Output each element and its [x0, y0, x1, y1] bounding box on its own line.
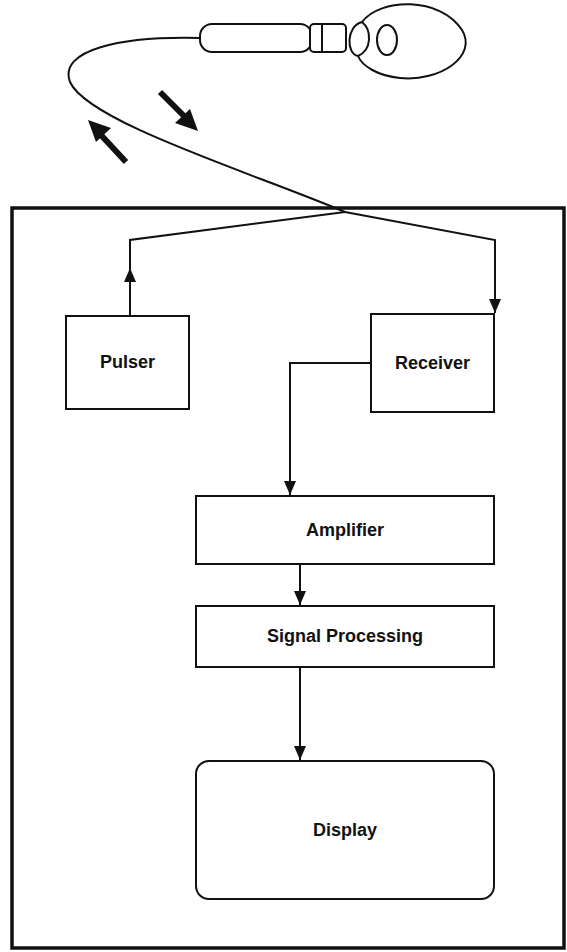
- eye-lens: [377, 25, 397, 55]
- arrowhead: [124, 268, 136, 282]
- display-box: Display: [195, 760, 495, 900]
- processing-box: Signal Processing: [195, 605, 495, 668]
- housing-frame: [12, 208, 564, 948]
- eye-cornea: [358, 22, 369, 56]
- receiver-wire: [345, 212, 495, 313]
- receiver-box: Receiver: [370, 313, 495, 413]
- eye-outline: [349, 4, 465, 78]
- box-label: Receiver: [395, 353, 470, 374]
- probe-cable: [69, 38, 345, 212]
- pulser-box: Pulser: [65, 315, 190, 410]
- probe-body: [200, 24, 312, 52]
- arrowhead: [489, 299, 501, 313]
- arrowhead: [175, 109, 198, 131]
- pulser-wire: [130, 212, 345, 315]
- box-label: Display: [313, 820, 377, 841]
- arrowhead: [294, 746, 306, 760]
- probe-band: [321, 24, 323, 52]
- box-label: Signal Processing: [267, 626, 423, 647]
- connector-line: [290, 363, 370, 495]
- box-label: Amplifier: [306, 520, 384, 541]
- arrowhead: [294, 591, 306, 605]
- amplifier-box: Amplifier: [195, 495, 495, 565]
- signal-arrow: [160, 92, 186, 118]
- arrowhead: [284, 481, 296, 495]
- connector: [294, 565, 306, 605]
- connector: [294, 668, 306, 760]
- signal-arrow: [100, 134, 126, 162]
- box-label: Pulser: [100, 352, 155, 373]
- connector: [284, 363, 370, 495]
- arrowhead: [88, 120, 111, 142]
- probe-tip: [310, 24, 346, 52]
